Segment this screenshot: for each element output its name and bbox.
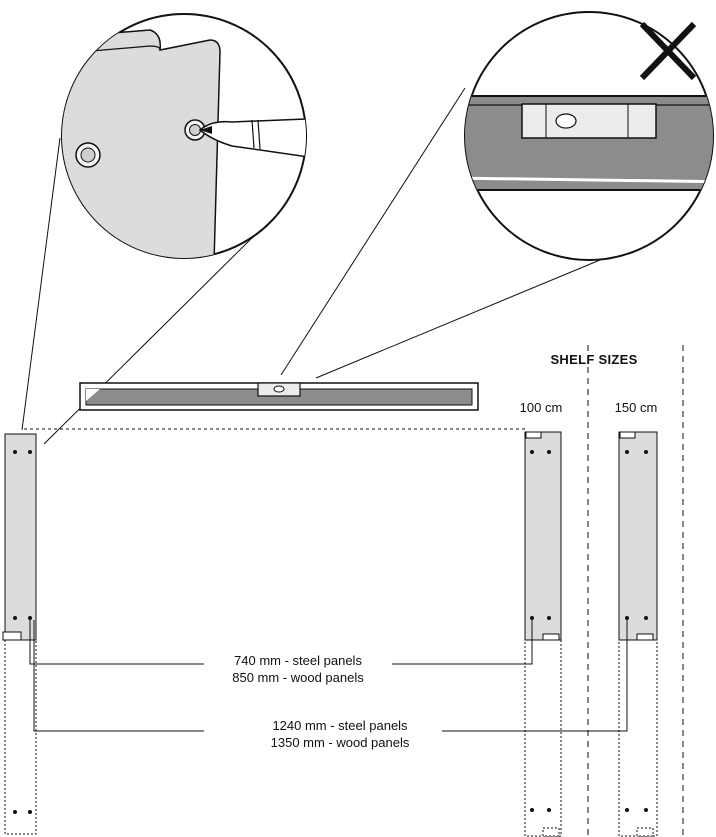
zoom-circle-level	[464, 11, 714, 261]
level-bar	[79, 382, 479, 411]
zoom-circle-marking	[61, 13, 307, 259]
panel-100cm	[524, 431, 562, 837]
panel-150cm	[618, 431, 658, 837]
wood-height-upper: 1350 mm - wood panels	[271, 735, 410, 750]
steel-height-upper: 1240 mm - steel panels	[272, 718, 408, 733]
shelf-sizes-title: SHELF SIZES	[550, 352, 637, 367]
left-panel	[2, 433, 37, 835]
measurement-lines	[29, 620, 628, 732]
size-label-100: 100 cm	[520, 400, 563, 415]
size-label-150: 150 cm	[615, 400, 658, 415]
x-mark-icon	[639, 21, 697, 81]
spirit-level-icon	[521, 103, 657, 139]
steel-height-lower: 740 mm - steel panels	[234, 653, 362, 668]
pencil-icon	[198, 117, 306, 161]
wood-height-lower: 850 mm - wood panels	[232, 670, 364, 685]
